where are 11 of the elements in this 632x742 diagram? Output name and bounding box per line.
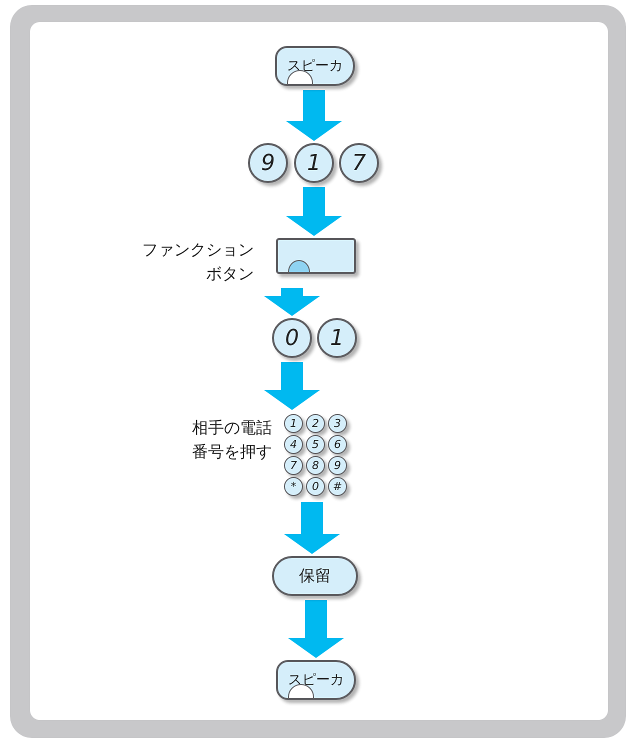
hold-key: 保留 bbox=[272, 556, 358, 596]
arrow bbox=[264, 288, 320, 316]
speaker-key: スピーカ bbox=[275, 46, 355, 86]
arrow bbox=[288, 600, 344, 658]
key-label: ファンクションボタン bbox=[141, 239, 254, 285]
speaker-key: スピーカ bbox=[276, 660, 356, 700]
instruction-text: 相手の電話番号を押す bbox=[191, 417, 272, 463]
arrow bbox=[264, 362, 320, 410]
arrow bbox=[286, 187, 342, 236]
arrow bbox=[284, 502, 340, 554]
arrow bbox=[286, 90, 342, 141]
